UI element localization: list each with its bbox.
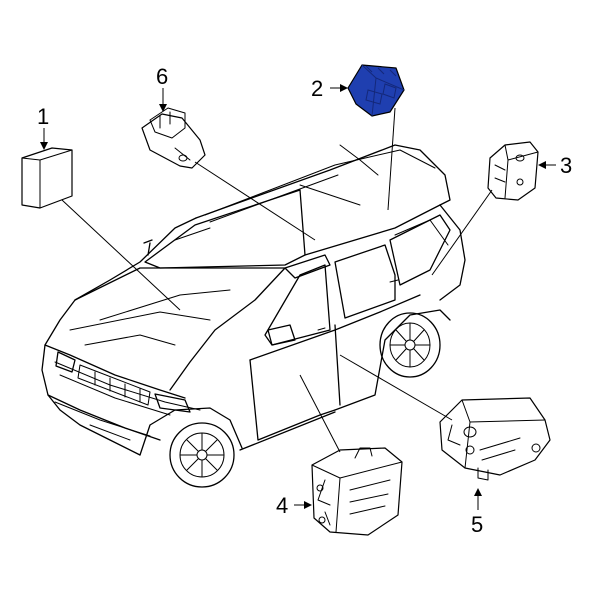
leader-1 (61, 199, 181, 311)
part-1-module[interactable] (21, 147, 73, 209)
leader-3 (431, 189, 493, 276)
arrow-1 (40, 128, 48, 150)
callout-3[interactable]: 3 (560, 153, 572, 178)
arrow-5 (474, 488, 482, 510)
arrow-4 (294, 501, 312, 509)
part-5-module[interactable] (439, 397, 551, 481)
arrow-3 (538, 161, 556, 169)
callout-2[interactable]: 2 (311, 76, 323, 101)
part-2-module-highlighted[interactable] (347, 64, 405, 117)
arrow-2 (330, 84, 348, 92)
leader-4 (299, 374, 341, 453)
callout-5[interactable]: 5 (471, 512, 483, 537)
rear-wheel (379, 312, 441, 378)
arrow-6 (159, 88, 167, 112)
callout-arrows (40, 84, 556, 510)
front-wheel (169, 422, 235, 488)
part-4-module[interactable] (311, 447, 403, 536)
part-6-sensor[interactable] (141, 107, 206, 169)
callout-numbers: 1 2 3 4 5 6 (37, 64, 572, 537)
leader-2 (387, 107, 396, 211)
part-3-module[interactable] (487, 141, 539, 201)
leader-6 (194, 161, 316, 241)
callout-4[interactable]: 4 (276, 493, 288, 518)
callout-1[interactable]: 1 (37, 104, 49, 129)
leader-5 (339, 354, 453, 421)
vehicle-illustration (41, 144, 466, 488)
leader-lines (61, 107, 493, 453)
callout-6[interactable]: 6 (156, 64, 168, 89)
part-2-body (347, 64, 405, 117)
